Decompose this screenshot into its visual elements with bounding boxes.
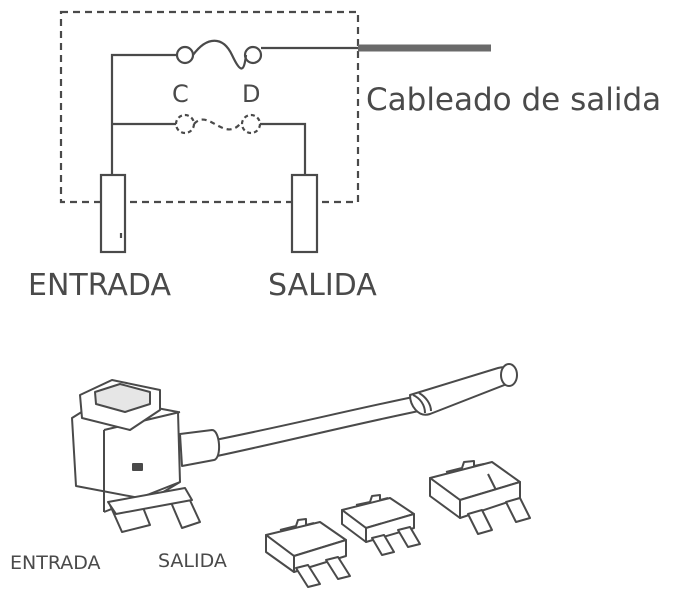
- fuse-large-blade-2: [505, 497, 531, 523]
- dashed-fuse-element: [193, 118, 241, 131]
- sleeve-ring-2: [418, 392, 432, 412]
- fuse-terminal-left: [175, 45, 195, 65]
- fuse-large-blade-1: [467, 509, 493, 535]
- housing-outline: [59, 10, 360, 204]
- fuse-small-tab: [279, 518, 315, 531]
- fuse-large: [429, 460, 531, 535]
- contact-d: [240, 113, 262, 135]
- fuse-small-blade-2: [325, 556, 351, 580]
- output-cable-label: Cableado de salida: [366, 82, 662, 118]
- input-label-illustration: ENTRADA: [10, 552, 101, 574]
- schematic: [59, 10, 491, 254]
- fuse-medium-tab: [355, 494, 389, 506]
- fuse-element: [192, 39, 248, 70]
- cable-sleeve: [409, 366, 517, 416]
- fuse-medium-blade-2: [397, 526, 421, 548]
- fuse-large-groove: [487, 473, 497, 491]
- input-label-schematic: ENTRADA: [28, 268, 171, 303]
- fuse-medium-blade-1: [371, 534, 395, 556]
- fuse-small-blade-1: [295, 564, 321, 588]
- fuse-terminal-right: [243, 45, 263, 65]
- fuse-tap-illustration: [71, 363, 531, 588]
- strain-relief: [179, 429, 220, 467]
- cable-end: [500, 363, 518, 387]
- contact-c-label: C: [172, 80, 189, 108]
- fuse-medium-side: [365, 513, 415, 543]
- top-wire-left: [110, 53, 178, 175]
- fuse-large-tab: [445, 460, 485, 473]
- holder-base: [107, 487, 193, 515]
- output-label-schematic: SALIDA: [268, 268, 377, 303]
- fuse-small-side: [293, 539, 347, 573]
- input-blade: [99, 173, 127, 254]
- holder-slot: [94, 383, 151, 413]
- holder-mark: [132, 463, 143, 471]
- lower-wire-right: [260, 122, 307, 175]
- sleeve-ring: [412, 394, 426, 414]
- fuse-small: [265, 518, 351, 588]
- contact-d-label: D: [242, 80, 261, 108]
- output-blade: [290, 173, 319, 254]
- fuse-medium: [341, 494, 421, 556]
- cable-body: [214, 395, 425, 457]
- contact-c: [174, 113, 196, 135]
- output-label-illustration: SALIDA: [158, 550, 227, 572]
